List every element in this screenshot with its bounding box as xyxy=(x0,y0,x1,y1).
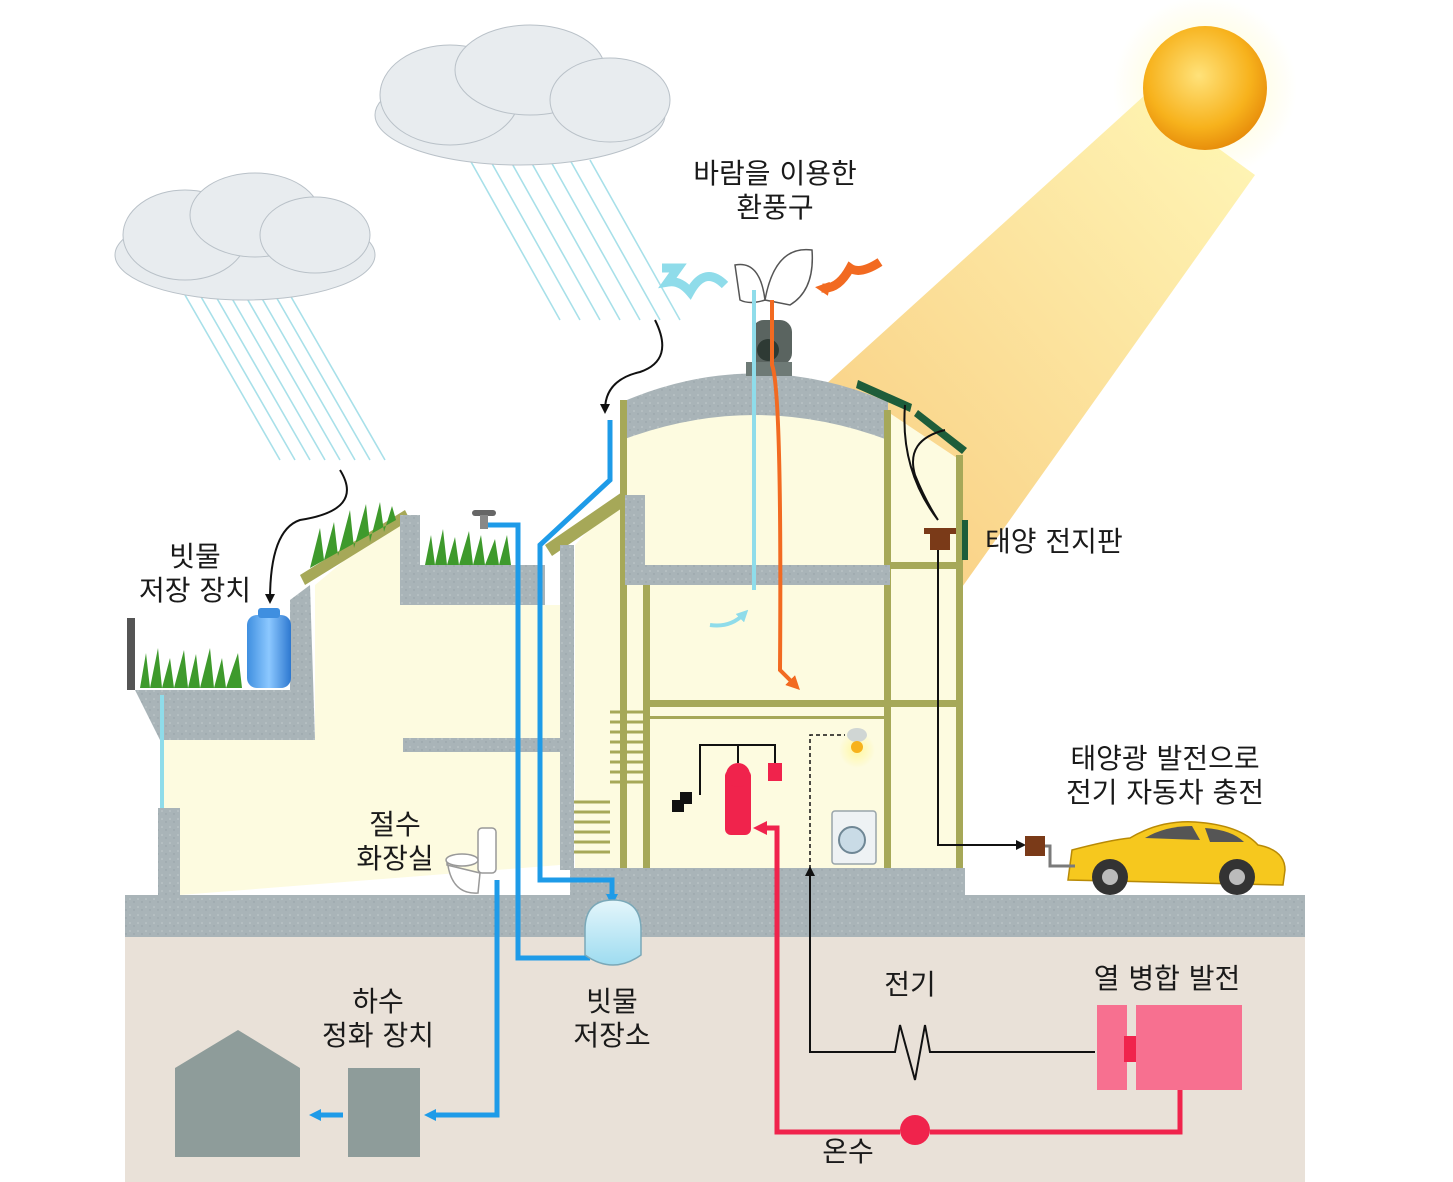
frame-mid xyxy=(884,410,891,868)
left-pillar xyxy=(158,808,180,898)
second-floor-beam xyxy=(645,700,963,707)
sewage-pipe xyxy=(424,880,500,1121)
ground-floor-slab xyxy=(570,868,965,898)
electricity-line xyxy=(805,866,1095,1081)
lamp-post xyxy=(127,618,135,690)
upper-floor xyxy=(625,495,645,585)
frame-right xyxy=(956,455,963,868)
lamp-wire xyxy=(809,734,845,890)
rooftop-drain-pipe xyxy=(486,522,590,961)
chp-label: 열 병합 발전 xyxy=(1093,962,1241,995)
upper-floor-slab xyxy=(625,565,890,585)
sewage-house xyxy=(175,1030,300,1157)
car-charge-wire xyxy=(937,550,1026,850)
left-building xyxy=(160,510,560,895)
car-icon xyxy=(1067,821,1286,895)
cloud-icon xyxy=(374,24,681,321)
right-pillar xyxy=(560,545,574,870)
electricity-label: 전기 xyxy=(884,968,936,1001)
chp-generator-icon xyxy=(1097,1005,1242,1090)
second-floor-line xyxy=(645,716,890,719)
plug-icon xyxy=(924,520,968,560)
left-upper-roof xyxy=(300,510,410,585)
sun-icon xyxy=(1113,0,1297,180)
solar-wire xyxy=(903,404,946,521)
solar-panel-label: 태양 전지판 xyxy=(985,525,1123,558)
left-roof-terrace xyxy=(135,690,300,740)
hot-water-pump xyxy=(900,1115,930,1145)
right-diagonal-frame xyxy=(545,490,628,556)
lamp-icon xyxy=(839,728,875,768)
plant-icon xyxy=(140,648,242,688)
car-charger-plug xyxy=(1025,836,1075,868)
left-floor xyxy=(403,738,561,752)
boiler-icon xyxy=(672,744,782,835)
warm-air-flow xyxy=(770,300,800,690)
hot-water-label: 온수 xyxy=(822,1135,874,1168)
rain-tank-icon xyxy=(247,608,291,688)
floor-beam xyxy=(890,562,960,569)
right-building xyxy=(575,410,960,868)
fresh-air-out xyxy=(709,609,749,628)
toilet-icon xyxy=(445,827,497,894)
foundation-slab xyxy=(125,895,1305,937)
plant-icon xyxy=(425,529,511,565)
mid-roof-slab xyxy=(400,565,545,605)
exhaust-wind-arrow xyxy=(658,263,729,300)
rain-inflow-arrow-left xyxy=(265,469,348,604)
washing-machine-icon xyxy=(831,810,877,865)
roof-drain-valve xyxy=(472,510,496,529)
frame-left xyxy=(620,400,627,870)
cloud-icon xyxy=(114,172,386,461)
stairs xyxy=(574,710,645,854)
sewage-tank xyxy=(348,1068,420,1157)
hot-water-pipe xyxy=(760,828,1183,1135)
rainwater-pipe xyxy=(537,420,618,906)
intake-wind-arrow xyxy=(815,258,883,296)
plant-icon xyxy=(310,502,396,568)
reservoir-icon xyxy=(584,899,642,966)
frame-post xyxy=(643,585,650,868)
left-wall xyxy=(290,585,315,740)
rain-inflow-arrow xyxy=(600,319,664,414)
